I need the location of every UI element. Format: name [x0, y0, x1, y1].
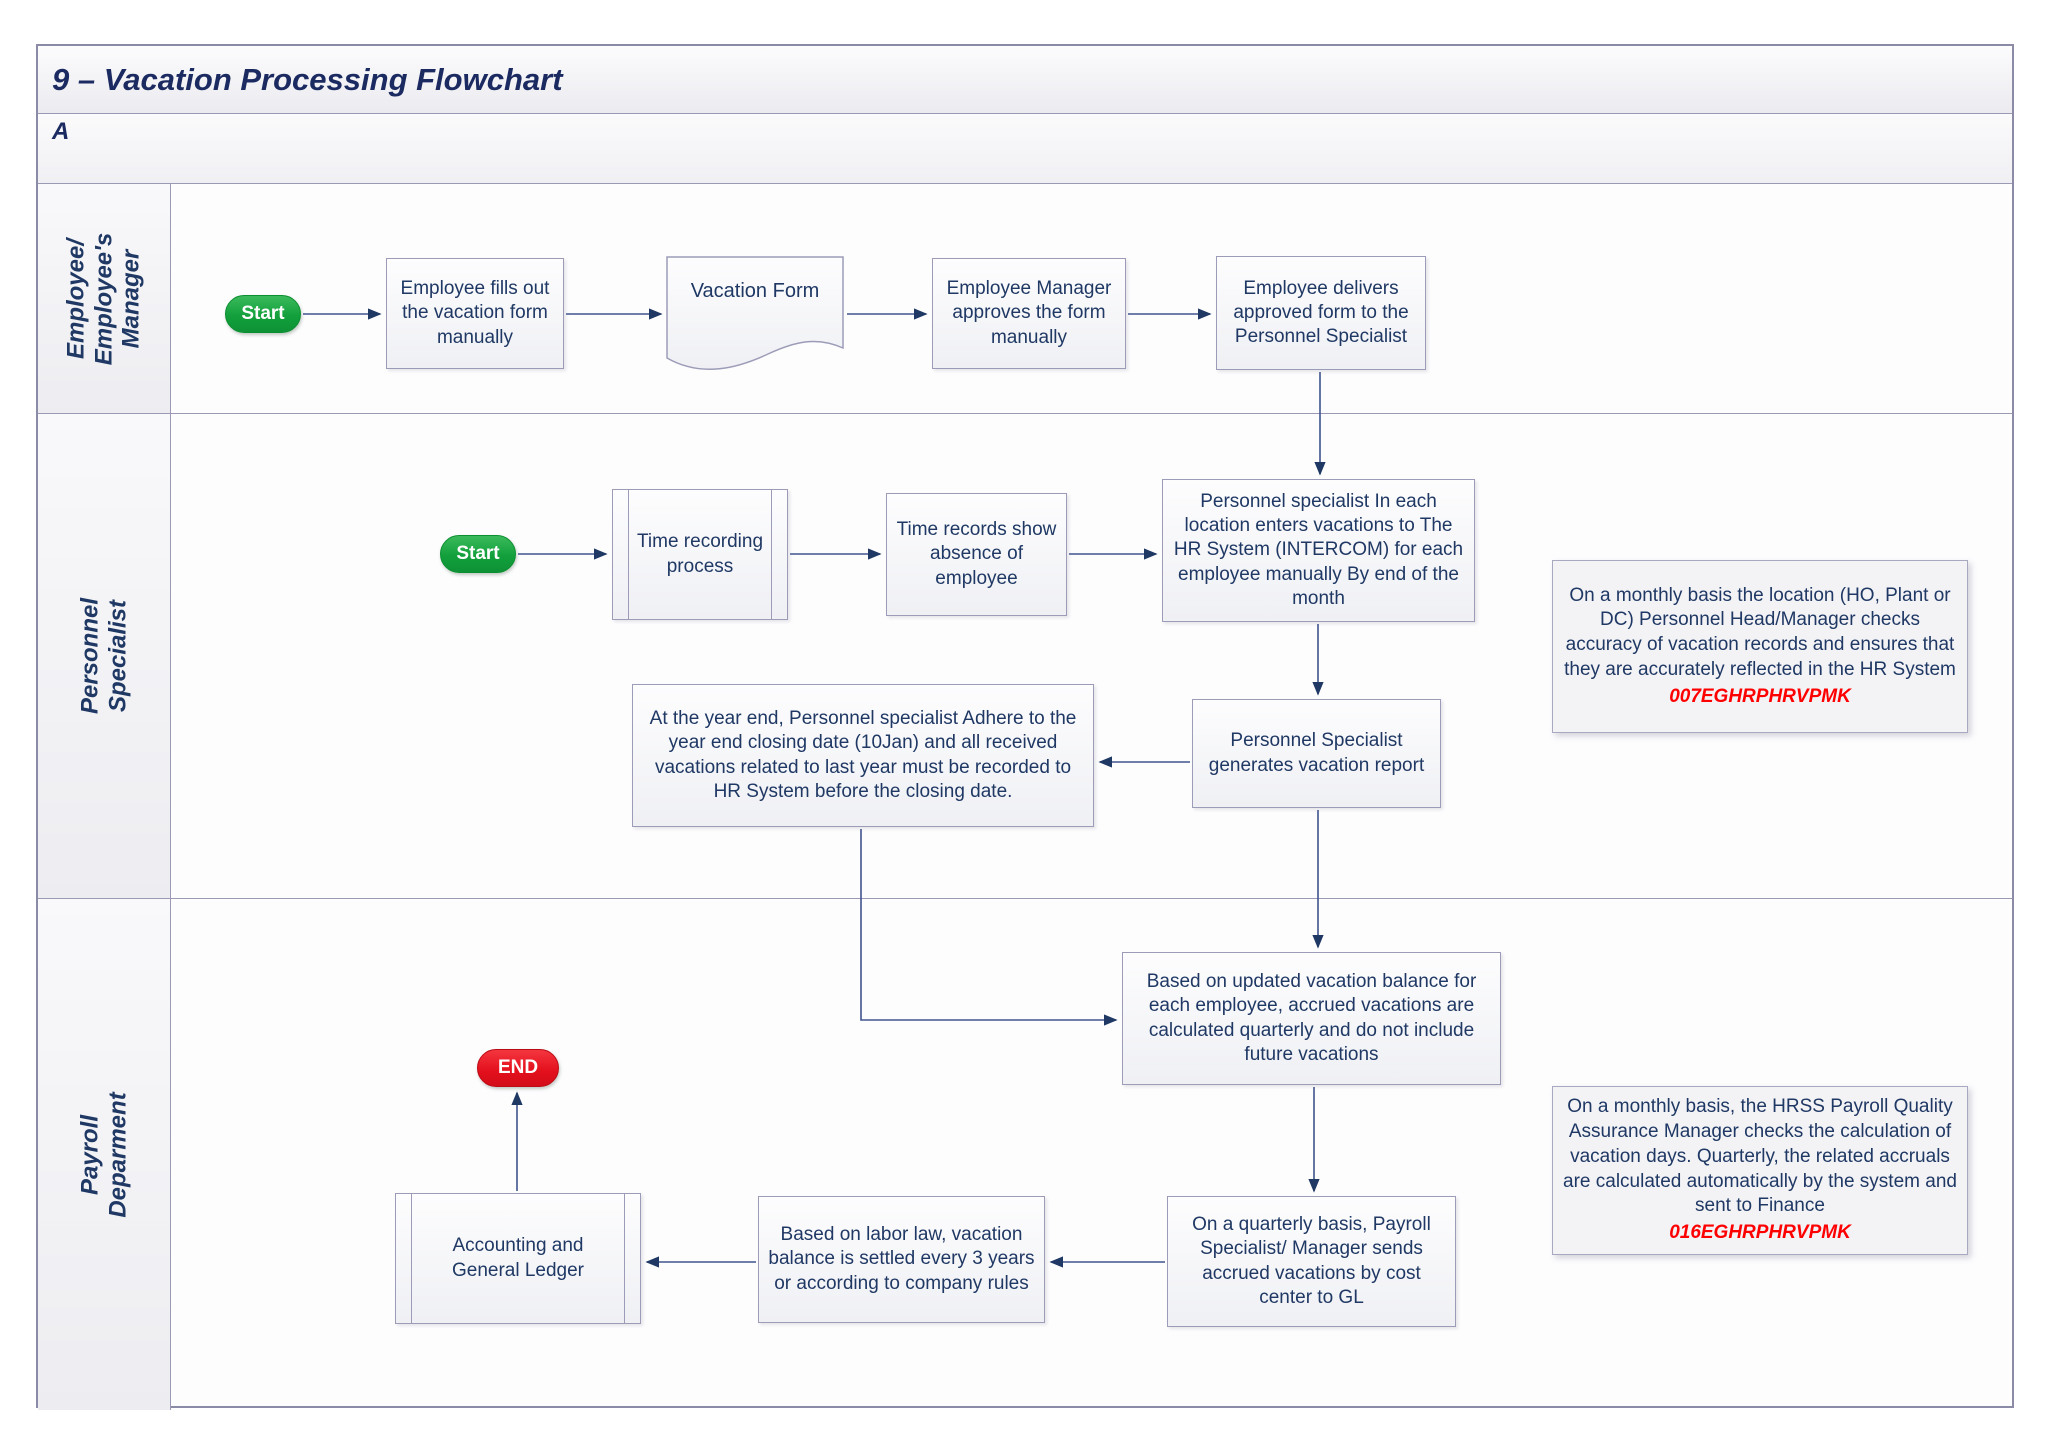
subprocess-time-recording: Time recording process: [612, 489, 788, 620]
process-time-records-absence: Time records show absence of employee: [886, 493, 1067, 616]
end-node: END: [477, 1049, 559, 1087]
document-shape-icon: [666, 256, 844, 370]
start-node-employee: Start: [225, 295, 301, 333]
section-band: A: [38, 114, 2012, 184]
lane-label-employee-manager: Employee/ Employee's Manager: [62, 232, 145, 365]
start-node-personnel-label: Start: [456, 542, 500, 564]
process-send-accrued-to-gl: On a quarterly basis, Payroll Specialist…: [1167, 1196, 1456, 1327]
note-monthly-personnel-check-code: 007EGHRPHRVPMK: [1669, 685, 1851, 707]
lane-employee-manager: Employee/ Employee's Manager: [38, 184, 2012, 414]
note-payroll-quality-check-code: 016EGHRPHRVPMK: [1669, 1221, 1851, 1243]
lane-label-payroll-department: Payroll Deparment: [76, 1091, 131, 1218]
process-accrued-vacations-quarterly: Based on updated vacation balance for ea…: [1122, 952, 1501, 1085]
note-payroll-quality-check-text: On a monthly basis, the HRSS Payroll Qua…: [1563, 1096, 1957, 1217]
process-send-accrued-to-gl-label: On a quarterly basis, Payroll Specialist…: [1192, 1213, 1431, 1308]
end-node-label: END: [497, 1056, 539, 1078]
lane-header-payroll-department: Payroll Deparment: [38, 899, 171, 1410]
process-deliver-form: Employee delivers approved form to the P…: [1216, 256, 1426, 370]
process-fill-vacation-form-label: Employee fills out the vacation form man…: [400, 278, 550, 348]
section-label: A: [52, 118, 70, 145]
lane-header-personnel-specialist: Personnel Specialist: [38, 414, 171, 898]
process-enter-vacations-hr-system: Personnel specialist In each location en…: [1162, 479, 1475, 622]
process-year-end-closing: At the year end, Personnel specialist Ad…: [632, 684, 1094, 827]
note-monthly-personnel-check-text: On a monthly basis the location (HO, Pla…: [1564, 584, 1956, 680]
process-fill-vacation-form: Employee fills out the vacation form man…: [386, 258, 564, 369]
process-generate-vacation-report: Personnel Specialist generates vacation …: [1192, 699, 1441, 808]
process-enter-vacations-hr-system-label: Personnel specialist In each location en…: [1173, 490, 1464, 609]
page-title: 9 – Vacation Processing Flowchart: [52, 61, 563, 97]
process-balance-settlement-rules: Based on labor law, vacation balance is …: [758, 1196, 1045, 1323]
note-monthly-personnel-check: On a monthly basis the location (HO, Pla…: [1552, 560, 1968, 733]
lane-payroll-department: Payroll Deparment: [38, 899, 2012, 1410]
process-balance-settlement-rules-label: Based on labor law, vacation balance is …: [768, 1224, 1035, 1294]
process-time-records-absence-label: Time records show absence of employee: [896, 519, 1057, 589]
lane-personnel-specialist: Personnel Specialist: [38, 414, 2012, 899]
note-payroll-quality-check: On a monthly basis, the HRSS Payroll Qua…: [1552, 1086, 1968, 1255]
process-accrued-vacations-quarterly-label: Based on updated vacation balance for ea…: [1146, 970, 1477, 1065]
start-node-employee-label: Start: [241, 302, 285, 324]
process-manager-approves: Employee Manager approves the form manua…: [932, 258, 1126, 369]
lane-label-personnel-specialist: Personnel Specialist: [76, 597, 131, 715]
subprocess-accounting-general-ledger-label: Accounting and General Ledger: [451, 1235, 585, 1281]
process-year-end-closing-label: At the year end, Personnel specialist Ad…: [649, 707, 1077, 802]
process-generate-vacation-report-label: Personnel Specialist generates vacation …: [1208, 730, 1425, 776]
start-node-personnel: Start: [440, 535, 516, 573]
process-manager-approves-label: Employee Manager approves the form manua…: [946, 278, 1112, 348]
process-deliver-form-label: Employee delivers approved form to the P…: [1233, 277, 1409, 348]
subprocess-time-recording-label: Time recording process: [637, 531, 764, 577]
document-vacation-form-label: Vacation Form: [690, 280, 820, 302]
title-bar: 9 – Vacation Processing Flowchart: [38, 46, 2012, 114]
subprocess-accounting-general-ledger: Accounting and General Ledger: [395, 1193, 641, 1324]
lane-header-employee-manager: Employee/ Employee's Manager: [38, 184, 171, 413]
document-vacation-form: Vacation Form: [666, 256, 844, 388]
